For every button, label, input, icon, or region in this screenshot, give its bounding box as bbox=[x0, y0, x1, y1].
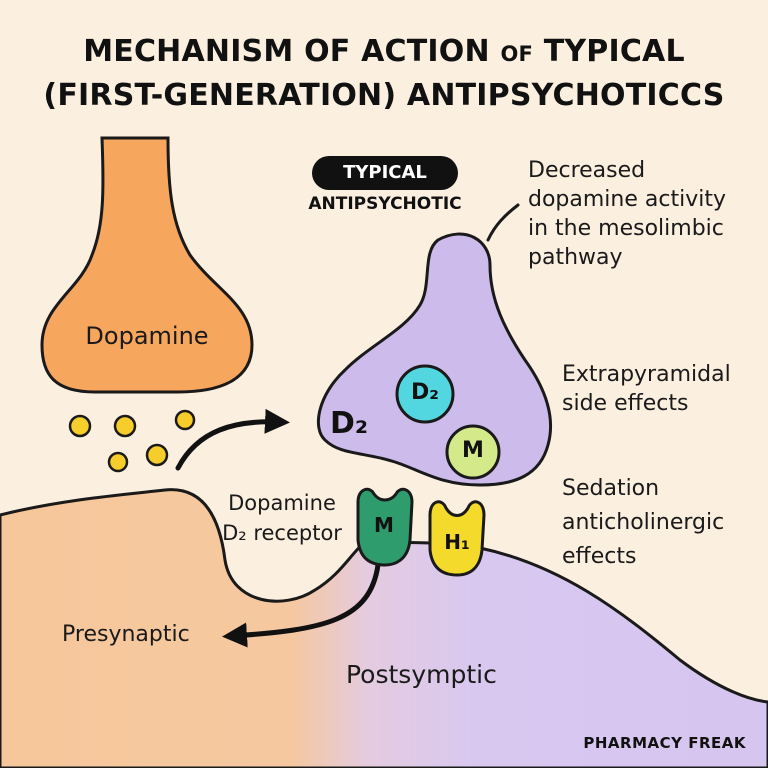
binding-arrow bbox=[175, 408, 290, 471]
dopamine-molecule bbox=[107, 451, 129, 473]
postsynaptic-label: Postsymptic bbox=[346, 660, 497, 689]
effect-line: dopamine activity bbox=[528, 187, 726, 212]
presynaptic-arrow bbox=[222, 562, 381, 648]
dopamine-molecule bbox=[68, 414, 92, 438]
dopamine-molecule bbox=[145, 443, 169, 467]
effect-line: effects bbox=[562, 544, 637, 569]
drug-d2-label: D₂ bbox=[330, 406, 369, 441]
drug-badge-subtitle: ANTIPSYCHOTIC bbox=[308, 194, 462, 214]
effect-extrapyramidal: Extrapyramidal side effects bbox=[562, 360, 731, 418]
title-of: OF bbox=[500, 42, 534, 66]
d2-circle-label: D₂ bbox=[411, 380, 439, 405]
m-receptor-label: M bbox=[374, 513, 394, 537]
effect-line: pathway bbox=[528, 245, 623, 270]
brand-watermark: PHARMACY FREAK bbox=[583, 734, 746, 752]
effect-line: Decreased bbox=[528, 158, 646, 183]
effect-connector-line bbox=[486, 203, 520, 242]
effect-line: side effects bbox=[562, 391, 689, 416]
dopamine-d2-receptor-label: Dopamine D₂ receptor bbox=[212, 488, 352, 548]
effect-line: in the mesolimbic bbox=[528, 216, 724, 241]
d2-circle bbox=[395, 364, 455, 424]
m-circle-label: M bbox=[462, 438, 484, 463]
effect-line: Extrapyramidal bbox=[562, 362, 731, 387]
antipsychotic-drug-body bbox=[316, 232, 553, 487]
title-line-1: MECHANISM OF ACTION OF TYPICAL bbox=[0, 34, 768, 69]
m-circle bbox=[445, 424, 501, 480]
receptor-label-line: Dopamine bbox=[228, 491, 336, 515]
dopamine-molecule bbox=[113, 414, 137, 438]
h1-receptor bbox=[428, 500, 486, 577]
dopamine-neuron-label: Dopamine bbox=[85, 322, 209, 350]
effect-line: anticholinergic bbox=[562, 510, 725, 535]
drug-badge: TYPICAL bbox=[312, 156, 458, 190]
title-line-2: (FIRST-GENERATION) ANTIPSYCHOTICCS bbox=[43, 78, 725, 113]
receptor-label-line: D₂ receptor bbox=[222, 521, 342, 545]
m-receptor bbox=[356, 487, 414, 567]
title-main: MECHANISM OF ACTION bbox=[83, 34, 490, 69]
title-typical: TYPICAL bbox=[543, 34, 685, 69]
effect-dopamine-decrease: Decreased dopamine activity in the mesol… bbox=[528, 156, 726, 272]
h1-receptor-label: H₁ bbox=[444, 530, 470, 554]
dopamine-molecule bbox=[174, 409, 196, 431]
dopamine-neuron bbox=[40, 136, 254, 394]
effect-line: Sedation bbox=[562, 476, 660, 501]
postsynaptic-cell bbox=[0, 488, 768, 768]
effect-sedation-anticholinergic: Sedation anticholinergic effects bbox=[562, 472, 724, 574]
presynaptic-label: Presynaptic bbox=[62, 622, 190, 647]
